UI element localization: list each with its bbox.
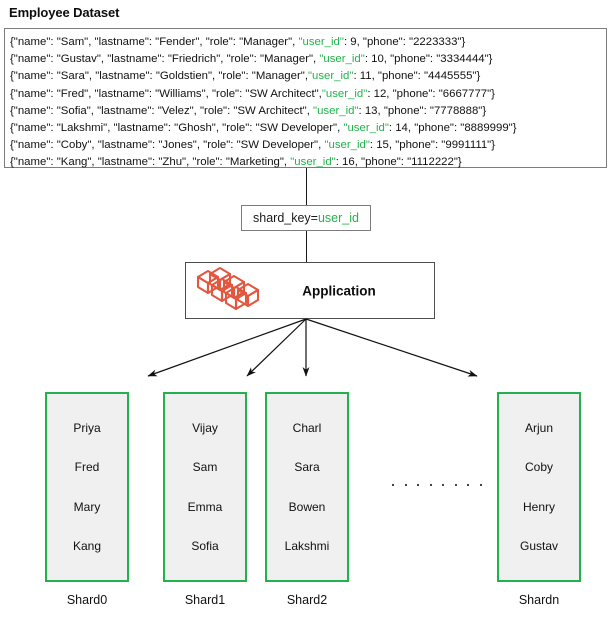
shard-label: Shardn — [518, 593, 560, 607]
shard-record-name: Sofia — [191, 539, 219, 554]
shard-record-name: Emma — [187, 499, 223, 514]
record-shard-key-text: "user_id" — [324, 139, 370, 152]
dataset-record-row: {"name": "Sam", "lastname": "Fender", "r… — [10, 34, 606, 51]
shard-record-name: Coby — [524, 460, 553, 475]
record-prefix-text: {"name": "Fred", "lastname": "Williams",… — [10, 87, 322, 100]
shard-record-name: Arjun — [524, 420, 553, 435]
record-suffix-text: : 16, "phone": "1112222"} — [335, 156, 462, 169]
shard-record-name: Sam — [192, 460, 218, 475]
shard-record-name: Lakshmi — [284, 539, 330, 554]
arrow-to-shard0 — [147, 318, 307, 377]
shard-key-label: shard_key= — [253, 211, 318, 225]
application-box: Application — [185, 262, 435, 319]
shard-record-name: Charl — [292, 420, 322, 435]
record-prefix-text: {"name": "Kang", "lastname": "Zhu", "rol… — [10, 156, 291, 169]
ellipsis-dot — [454, 484, 457, 486]
record-shard-key-text: "user_id" — [343, 122, 389, 135]
record-prefix-text: {"name": "Coby", "lastname": "Jones", "r… — [10, 139, 325, 152]
shard-key-box: shard_key=user_id — [241, 205, 371, 231]
shard-box[interactable]: Arjun Coby Henry Gustav — [497, 392, 581, 582]
record-prefix-text: {"name": "Lakshmi", "lastname": "Ghosh",… — [10, 122, 344, 135]
dataset-record-row: {"name": "Sofia", "lastname": "Velez", "… — [10, 103, 606, 120]
shard-record-name: Fred — [74, 460, 100, 475]
shard-box[interactable]: Priya Fred Mary Kang — [45, 392, 129, 582]
record-suffix-text: : 9, "phone": "2223333"} — [343, 36, 466, 48]
dataset-record-row: {"name": "Kang", "lastname": "Zhu", "rol… — [10, 154, 606, 171]
record-shard-key-text: "user_id" — [307, 70, 354, 83]
ellipsis-dot — [404, 484, 407, 486]
record-suffix-text: : 13, "phone": "7778888"} — [358, 104, 487, 117]
record-suffix-text: : 12, "phone": "6667777"} — [367, 87, 495, 100]
shard-key-value: user_id — [317, 211, 359, 225]
record-shard-key-text: "user_id" — [321, 87, 368, 100]
shard-column-n: Arjun Coby Henry Gustav Shardn — [497, 392, 581, 607]
dataset-record-row: {"name": "Sara", "lastname": "Goldstien"… — [10, 68, 606, 85]
record-prefix-text: {"name": "Sofia", "lastname": "Velez", "… — [10, 104, 314, 117]
record-shard-key-text: "user_id" — [319, 53, 365, 66]
shard-box[interactable]: Charl Sara Bowen Lakshmi — [265, 392, 349, 582]
shard-label: Shard0 — [66, 593, 108, 607]
shard-box[interactable]: Vijay Sam Emma Sofia — [163, 392, 247, 582]
record-prefix-text: {"name": "Sara", "lastname": "Goldstien"… — [10, 70, 308, 83]
dataset-record-row: {"name": "Fred", "lastname": "Williams",… — [10, 86, 606, 103]
shards-ellipsis — [392, 484, 482, 486]
dataset-record-row: {"name": "Coby", "lastname": "Jones", "r… — [10, 137, 606, 154]
record-prefix-text: {"name": "Gustav", "lastname": "Friedric… — [10, 53, 320, 66]
shard-column-1: Vijay Sam Emma Sofia Shard1 — [163, 392, 247, 607]
ellipsis-dot — [467, 484, 470, 486]
shard-record-name: Vijay — [192, 420, 218, 435]
connector-shardkey-to-application — [306, 231, 307, 262]
record-suffix-text: : 10, "phone": "3334444"} — [364, 53, 493, 66]
record-shard-key-text: "user_id" — [298, 36, 344, 48]
shard-record-name: Henry — [522, 499, 555, 514]
employee-dataset-box: {"name": "Sam", "lastname": "Fender", "r… — [4, 28, 607, 168]
shard-column-0: Priya Fred Mary Kang Shard0 — [45, 392, 129, 607]
arrow-to-shardn — [305, 318, 478, 377]
shard-label: Shard1 — [184, 593, 226, 607]
ellipsis-dot — [479, 484, 482, 486]
ellipsis-dot — [429, 484, 432, 486]
record-prefix-text: {"name": "Sam", "lastname": "Fender", "r… — [10, 36, 299, 48]
shard-record-name: Bowen — [288, 499, 326, 514]
record-suffix-text: : 11, "phone": "4445555"} — [353, 70, 481, 83]
dataset-record-row: {"name": "Lakshmi", "lastname": "Ghosh",… — [10, 120, 606, 137]
ellipsis-dot — [417, 484, 420, 486]
shard-record-name: Gustav — [519, 539, 558, 554]
record-shard-key-text: "user_id" — [290, 156, 336, 169]
shard-record-name: Mary — [73, 499, 101, 514]
connector-dataset-to-shardkey — [306, 168, 307, 205]
ellipsis-dot — [392, 484, 394, 486]
dataset-record-row: {"name": "Gustav", "lastname": "Friedric… — [10, 51, 606, 68]
shard-label: Shard2 — [286, 593, 328, 607]
page-title: Employee Dataset — [9, 5, 120, 20]
record-shard-key-text: "user_id" — [313, 104, 359, 117]
application-label: Application — [302, 283, 376, 298]
shard-record-name: Sara — [294, 460, 320, 475]
cubes-icon — [194, 266, 289, 318]
record-suffix-text: : 14, "phone": "8889999"} — [388, 122, 517, 135]
record-suffix-text: : 15, "phone": "9991111"} — [369, 139, 496, 152]
arrow-to-shard1 — [246, 318, 307, 377]
ellipsis-dot — [442, 484, 445, 486]
shard-record-name: Kang — [72, 539, 102, 554]
shard-record-name: Priya — [73, 420, 101, 435]
shard-column-2: Charl Sara Bowen Lakshmi Shard2 — [265, 392, 349, 607]
